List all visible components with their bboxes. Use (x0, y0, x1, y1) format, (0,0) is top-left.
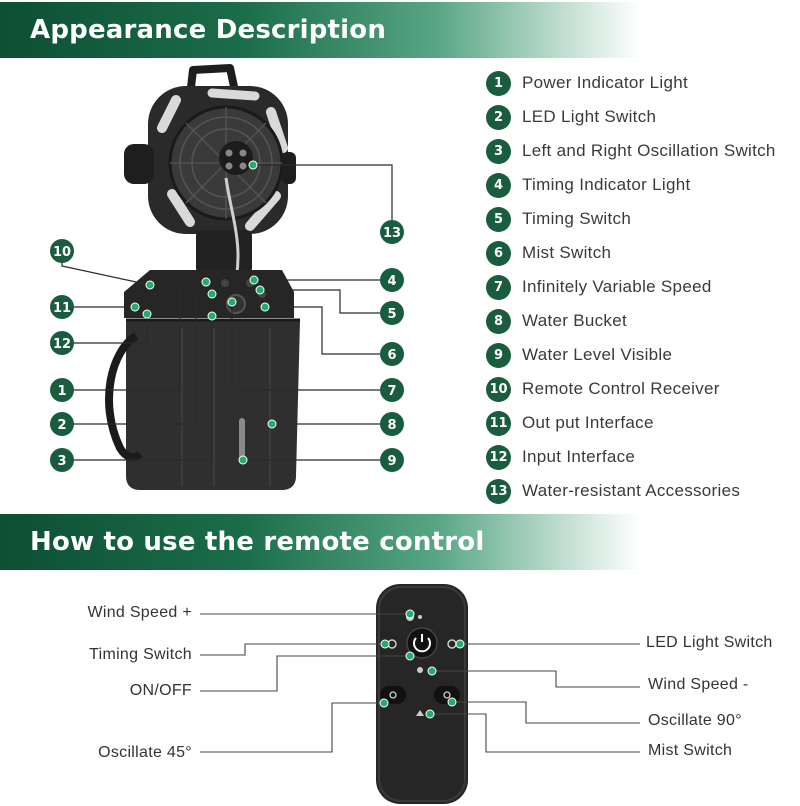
item-number: 8 (486, 308, 511, 334)
callout-10: 10 (53, 245, 71, 260)
item-label: Timing Indicator Light (522, 175, 691, 194)
label-led-light-switch: LED Light Switch (646, 634, 773, 651)
power-icon (413, 634, 431, 653)
label-on-off: ON/OFF (129, 682, 192, 699)
list-item: 4 Timing Indicator Light (486, 168, 776, 202)
fan-product-illustration: 10 11 12 1 2 3 4 5 6 7 8 9 13 (50, 64, 404, 490)
list-item: 6 Mist Switch (486, 236, 776, 270)
item-number: 11 (486, 410, 511, 436)
callout-1: 1 (57, 384, 66, 399)
item-number: 9 (486, 342, 511, 368)
item-number: 3 (486, 138, 511, 164)
label-wind-speed-plus: Wind Speed + (87, 604, 192, 621)
callout-6: 6 (387, 348, 396, 363)
callout-5: 5 (387, 307, 396, 322)
fan-icon (417, 667, 423, 673)
item-number: 4 (486, 172, 511, 198)
label-wind-speed-minus: Wind Speed - (648, 676, 749, 693)
list-item: 2 LED Light Switch (486, 100, 776, 134)
item-label: Mist Switch (522, 243, 612, 262)
item-number: 1 (486, 70, 511, 96)
item-label: Infinitely Variable Speed (522, 277, 712, 296)
callout-2: 2 (57, 418, 66, 433)
item-label: Timing Switch (522, 209, 632, 228)
item-number: 7 (486, 274, 511, 300)
item-label: Out put Interface (522, 413, 654, 432)
label-oscillate-90: Oscillate 90° (648, 712, 742, 729)
callout-11: 11 (53, 301, 71, 316)
oscillate-icon (389, 691, 397, 699)
item-number: 2 (486, 104, 511, 130)
list-item: 12 Input Interface (486, 440, 776, 474)
remote-control-illustration (200, 584, 640, 804)
mist-icon (416, 710, 424, 716)
section-banner-remote: How to use the remote control (0, 514, 640, 570)
label-mist-switch: Mist Switch (648, 742, 733, 759)
item-label: Water Level Visible (522, 345, 673, 364)
list-item: 7 Infinitely Variable Speed (486, 270, 776, 304)
item-number: 6 (486, 240, 511, 266)
callout-7: 7 (387, 384, 396, 399)
list-item: 1 Power Indicator Light (486, 66, 776, 100)
list-item: 9 Water Level Visible (486, 338, 776, 372)
parts-list: 1 Power Indicator Light 2 LED Light Switch… (486, 66, 776, 508)
section-title: How to use the remote control (30, 527, 485, 557)
item-label: LED Light Switch (522, 107, 657, 126)
list-item: 11 Out put Interface (486, 406, 776, 440)
list-item: 3 Left and Right Oscillation Switch (486, 134, 776, 168)
callout-3: 3 (57, 454, 66, 469)
callout-13: 13 (383, 226, 401, 241)
item-label: Remote Control Receiver (522, 379, 720, 398)
item-label: Power Indicator Light (522, 73, 688, 92)
item-number: 13 (486, 478, 511, 504)
callout-9: 9 (387, 454, 396, 469)
label-oscillate-45: Oscillate 45° (98, 744, 192, 761)
item-label: Water-resistant Accessories (522, 481, 741, 500)
callout-8: 8 (387, 418, 396, 433)
callout-12: 12 (53, 337, 71, 352)
list-item: 8 Water Bucket (486, 304, 776, 338)
list-item: 10 Remote Control Receiver (486, 372, 776, 406)
item-number: 5 (486, 206, 511, 232)
section-banner-appearance: Appearance Description (0, 2, 640, 58)
list-item: 5 Timing Switch (486, 202, 776, 236)
item-label: Water Bucket (522, 311, 628, 330)
list-item: 13 Water-resistant Accessories (486, 474, 776, 508)
oscillate-icon (443, 691, 451, 699)
item-number: 12 (486, 444, 511, 470)
section-title: Appearance Description (30, 15, 387, 45)
item-number: 10 (486, 376, 511, 402)
item-label: Left and Right Oscillation Switch (522, 141, 776, 160)
item-label: Input Interface (522, 447, 636, 466)
label-timing-switch: Timing Switch (89, 646, 192, 663)
callout-4: 4 (387, 274, 396, 289)
